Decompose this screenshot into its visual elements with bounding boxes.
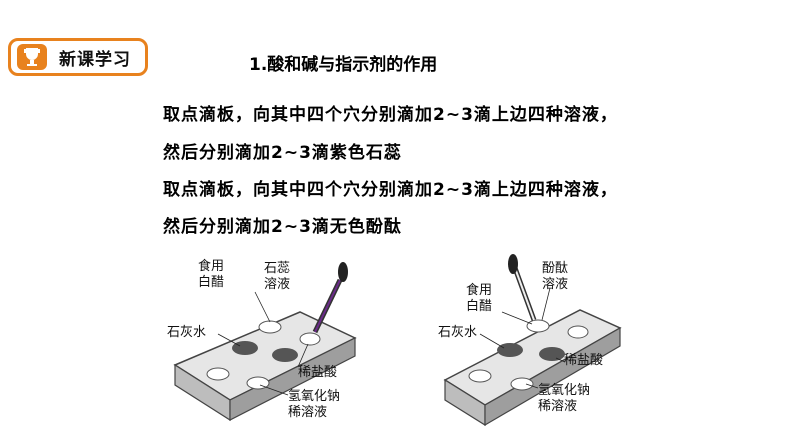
label-vinegar: 白醋 bbox=[466, 298, 492, 314]
instruction-line: 取点滴板，向其中四个穴分别滴加2~3滴上边四种溶液， bbox=[163, 105, 618, 125]
spot-plate-figure-litmus: 食用 白醋 石蕊 溶液 石灰水 稀盐酸 氢氧化钠 稀溶液 bbox=[167, 258, 357, 422]
well bbox=[272, 348, 298, 362]
label-acid: 稀盐酸 bbox=[298, 365, 337, 380]
well bbox=[526, 319, 550, 333]
trophy-icon bbox=[17, 44, 47, 70]
well bbox=[299, 332, 321, 346]
label-base: 稀溶液 bbox=[288, 405, 327, 420]
spot-plate-figure-phenolphthalein: 食用 白醋 酚酞 溶液 石灰水 稀盐酸 氢氧化钠 稀溶液 bbox=[438, 254, 622, 427]
label-base: 氢氧化钠 bbox=[538, 383, 590, 398]
label-indicator: 酚酞 bbox=[542, 261, 568, 276]
label-vinegar: 食用 bbox=[198, 258, 224, 274]
well bbox=[232, 341, 258, 355]
label-limewater: 石灰水 bbox=[167, 325, 206, 340]
label-limewater: 石灰水 bbox=[438, 325, 477, 340]
label-indicator: 石蕊 bbox=[264, 261, 290, 276]
instruction-line: 然后分别滴加2~3滴无色酚酞 bbox=[163, 217, 402, 237]
badge-label: 新课学习 bbox=[59, 50, 131, 70]
well bbox=[539, 347, 565, 361]
well bbox=[206, 367, 230, 381]
page-title: 1.酸和碱与指示剂的作用 bbox=[249, 55, 438, 75]
section-badge: 新课学习 bbox=[8, 38, 148, 76]
label-vinegar: 白醋 bbox=[198, 274, 224, 290]
label-indicator: 溶液 bbox=[542, 277, 568, 292]
label-indicator: 溶液 bbox=[264, 277, 290, 292]
well bbox=[468, 369, 492, 383]
label-base: 氢氧化钠 bbox=[288, 389, 340, 404]
well bbox=[510, 377, 534, 391]
well bbox=[497, 343, 523, 357]
label-vinegar: 食用 bbox=[466, 282, 492, 298]
instruction-line: 取点滴板，向其中四个穴分别滴加2~3滴上边四种溶液， bbox=[163, 180, 618, 200]
label-acid: 稀盐酸 bbox=[564, 353, 603, 368]
label-base: 稀溶液 bbox=[538, 399, 577, 414]
well bbox=[567, 325, 589, 339]
instruction-line: 然后分别滴加2~3滴紫色石蕊 bbox=[163, 143, 402, 163]
well bbox=[258, 320, 282, 334]
